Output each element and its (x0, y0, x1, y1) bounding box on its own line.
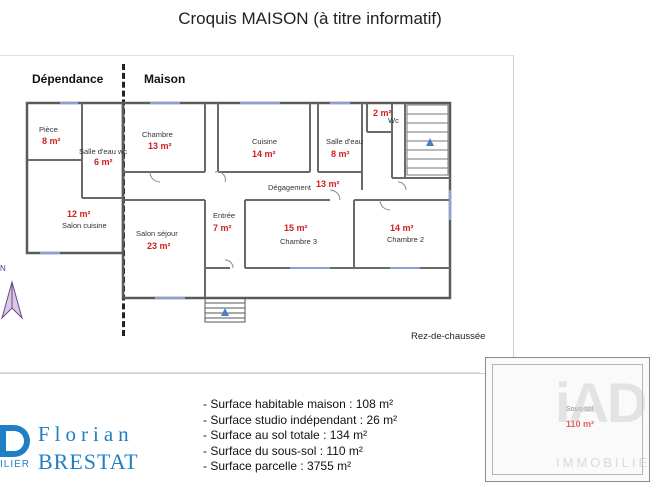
basement-outline (492, 364, 643, 475)
basement-area: 110 m² (566, 419, 595, 429)
room-area-cuisine: 14 m² (252, 149, 276, 159)
floor-plan-sheet (0, 55, 514, 374)
room-area-chambre: 13 m² (148, 141, 172, 151)
brand-watermark-sub: IMMOBILIER (556, 455, 650, 470)
page-title: Croquis MAISON (à titre informatif) (178, 9, 442, 28)
basement-name: Sous-sol (566, 406, 594, 413)
agent-last-name: BRESTAT (38, 449, 139, 474)
agent-first-name: Florian (38, 422, 134, 446)
zone-label-maison: Maison (144, 72, 186, 86)
room-area-salon-cuisine: 12 m² (67, 209, 91, 219)
agent-logo-icon (0, 425, 30, 457)
room-name-chambre-2: Chambre 2 (387, 235, 424, 244)
room-name-salle-eau: Salle d'eau (326, 137, 363, 146)
surface-line: - Surface du sous-sol : 110 m² (203, 443, 363, 458)
stairs-arrow-icon (426, 138, 434, 146)
brand-watermark: iAD (555, 371, 647, 434)
zone-label-dependance: Dépendance (32, 72, 104, 86)
room-area-wc: 2 m² (373, 108, 392, 118)
room-name-degagement: Dégagement (268, 183, 312, 192)
surface-line: - Surface parcelle : 3755 m² (203, 459, 352, 473)
room-name-wc: Wc (388, 116, 399, 125)
agent-suffix: ILIER (0, 459, 31, 470)
floor-plan: Pièce 8 m² Salle d'eau wc 6 m² 12 m² Sal… (25, 101, 452, 323)
room-area-entree: 7 m² (213, 223, 232, 233)
compass-icon: N (0, 264, 23, 320)
room-name-chambre: Chambre (142, 130, 173, 139)
room-area-salon-sejour: 23 m² (147, 241, 171, 251)
room-name-salle-eau-wc: Salle d'eau wc (79, 147, 127, 156)
room-name-salon-sejour: Salon séjour (136, 229, 178, 238)
room-name-entree: Entrée (213, 211, 235, 220)
room-area-salle-eau: 8 m² (331, 149, 350, 159)
room-area-chambre-3: 15 m² (284, 223, 308, 233)
room-name-cuisine: Cuisine (252, 137, 277, 146)
room-name-salon-cuisine: Salon cuisine (62, 221, 107, 230)
entrance-stairs-arrow-icon (221, 308, 229, 316)
room-area-salle-eau-wc: 6 m² (94, 157, 113, 167)
room-name-chambre-3: Chambre 3 (280, 237, 317, 246)
sheet-divider (0, 372, 480, 373)
surface-line: - Surface habitable maison : 108 m² (203, 397, 394, 411)
level-label: Rez-de-chaussée (411, 331, 486, 342)
basement-plan: Sous-sol 110 m² (485, 357, 650, 482)
svg-text:N: N (0, 264, 6, 273)
room-area-chambre-2: 14 m² (390, 223, 414, 233)
room-area-degagement: 13 m² (316, 179, 340, 189)
surface-line: - Surface au sol totale : 134 m² (203, 428, 368, 442)
surfaces-list: - Surface habitable maison : 108 m² - Su… (203, 397, 397, 475)
room-name-piece: Pièce (39, 125, 58, 134)
surface-line: - Surface studio indépendant : 26 m² (203, 412, 398, 427)
room-area-piece: 8 m² (42, 136, 61, 146)
